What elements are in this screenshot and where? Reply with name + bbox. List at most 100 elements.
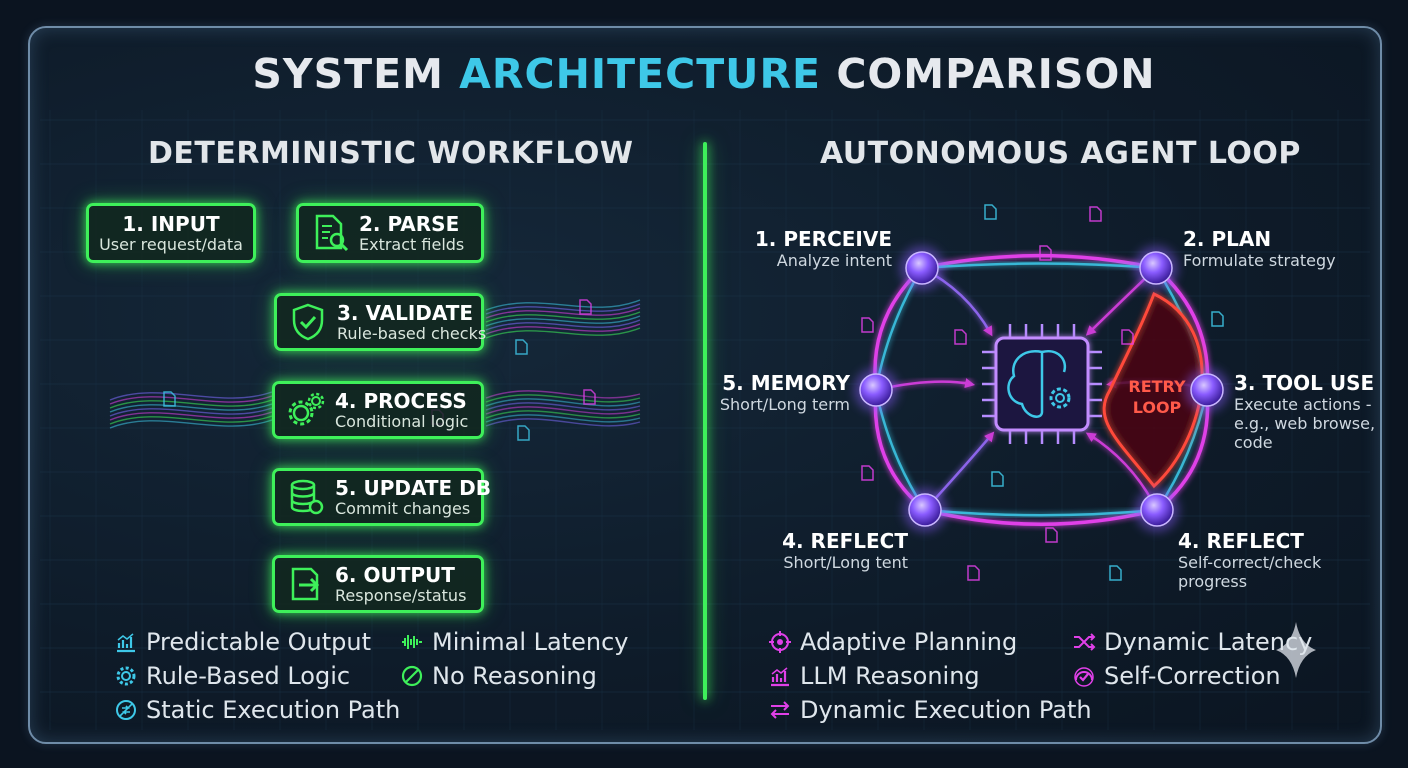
flow-streak	[485, 390, 641, 399]
feature-label: Rule-Based Logic	[146, 662, 351, 690]
node-orb	[1140, 493, 1174, 527]
right-heading: AUTONOMOUS AGENT LOOP	[820, 136, 1301, 171]
swap-arrows-icon	[770, 701, 790, 719]
step-title: 1. INPUT	[122, 211, 220, 236]
flow-streak	[485, 323, 641, 335]
step-title: 5. UPDATE DB	[335, 475, 492, 500]
step-sub: Conditional logic	[335, 411, 469, 431]
flow-streak	[485, 394, 641, 403]
left-heading: DETERMINISTIC WORKFLOW	[148, 136, 634, 171]
flow-streak	[109, 415, 273, 425]
gear-icon	[1049, 387, 1071, 409]
feature-dynamic-latency: Dynamic Latency	[1072, 628, 1312, 656]
document-icon	[984, 204, 997, 220]
flow-streak	[485, 414, 641, 423]
flow-streak	[109, 407, 273, 417]
step-sub: Rule-based checks	[337, 323, 487, 343]
node-sub: Analyze intent	[776, 251, 892, 270]
document-icon	[583, 389, 596, 405]
step-sub: Response/status	[335, 585, 467, 605]
step-title: 3. VALIDATE	[337, 300, 474, 325]
node-title: 3. TOOL USE	[1234, 371, 1375, 395]
bar-chart-icon	[117, 633, 135, 653]
retry-loop-label: RETRY LOOP	[1128, 377, 1186, 417]
feature-dynamic-execution-path: Dynamic Execution Path	[768, 696, 1092, 724]
loop-arc-inner	[918, 262, 1157, 273]
node-sub: Short/Long term	[719, 395, 850, 414]
center-divider	[703, 142, 707, 700]
node-sub: Execute actions - e.g., web browse, code	[1234, 395, 1376, 452]
document-icon	[163, 391, 176, 407]
feature-label: Static Execution Path	[146, 696, 401, 724]
document-icon	[967, 565, 980, 581]
target-icon	[769, 631, 791, 653]
feature-label: Dynamic Latency	[1104, 628, 1313, 656]
no-route-icon	[116, 700, 136, 720]
flow-streak	[485, 406, 641, 415]
brain-icon	[1041, 349, 1067, 373]
loop-arc-outer	[921, 253, 1162, 274]
flow-streak	[485, 410, 641, 419]
feature-label: Dynamic Execution Path	[800, 696, 1092, 724]
node-orb	[859, 373, 893, 407]
feature-label: Minimal Latency	[432, 628, 629, 656]
node-orb	[908, 493, 942, 527]
step-title: 4. PROCESS	[335, 388, 467, 413]
feature-self-correction: Self-Correction	[1072, 662, 1281, 690]
flow-streak	[485, 418, 641, 427]
flow-streak	[485, 315, 641, 327]
retry-loop-shape	[1102, 291, 1204, 489]
sparkle-icon	[1276, 622, 1316, 678]
document-icon	[1211, 311, 1224, 327]
node-sub: Short/Long tent	[783, 553, 908, 572]
flow-streak	[109, 391, 273, 401]
step-sub: User request/data	[99, 234, 243, 254]
feature-minimal-latency: Minimal Latency	[400, 628, 629, 656]
flow-streak	[485, 319, 641, 331]
page-title: SYSTEM ARCHITECTURE COMPARISON	[252, 50, 1156, 98]
waveform-icon	[402, 635, 422, 649]
document-icon	[991, 471, 1004, 487]
flow-streak	[109, 403, 273, 413]
flow-streak	[485, 299, 641, 311]
node-sub: Formulate strategy	[1183, 251, 1336, 270]
flow-streak	[485, 311, 641, 323]
document-icon	[1045, 527, 1058, 543]
document-search-icon	[315, 214, 349, 252]
step-sub: Commit changes	[335, 498, 471, 518]
node-title: 4. REFLECT	[1178, 529, 1304, 553]
feature-rule-based-logic: Rule-Based Logic	[114, 662, 350, 690]
document-icon	[861, 317, 874, 333]
node-orb	[1190, 373, 1224, 407]
export-icon	[291, 567, 320, 601]
bar-chart-icon	[771, 667, 789, 687]
node-title: 4. REFLECT	[782, 529, 908, 553]
flow-streak	[109, 395, 273, 405]
document-icon	[579, 299, 592, 315]
node-title: 1. PERCEIVE	[754, 227, 892, 251]
step-sub: Extract fields	[359, 234, 465, 254]
node-orb	[1139, 251, 1173, 285]
feature-label: No Reasoning	[432, 662, 597, 690]
feature-no-reasoning: No Reasoning	[400, 662, 597, 690]
node-title: 2. PLAN	[1183, 227, 1272, 251]
feature-adaptive-planning: Adaptive Planning	[768, 628, 1017, 656]
feature-label: Adaptive Planning	[800, 628, 1018, 656]
feature-label: Predictable Output	[146, 628, 372, 656]
flow-streak	[485, 327, 641, 339]
flow-streak	[485, 398, 641, 407]
step-title: 6. OUTPUT	[335, 562, 455, 587]
document-icon	[515, 339, 528, 355]
